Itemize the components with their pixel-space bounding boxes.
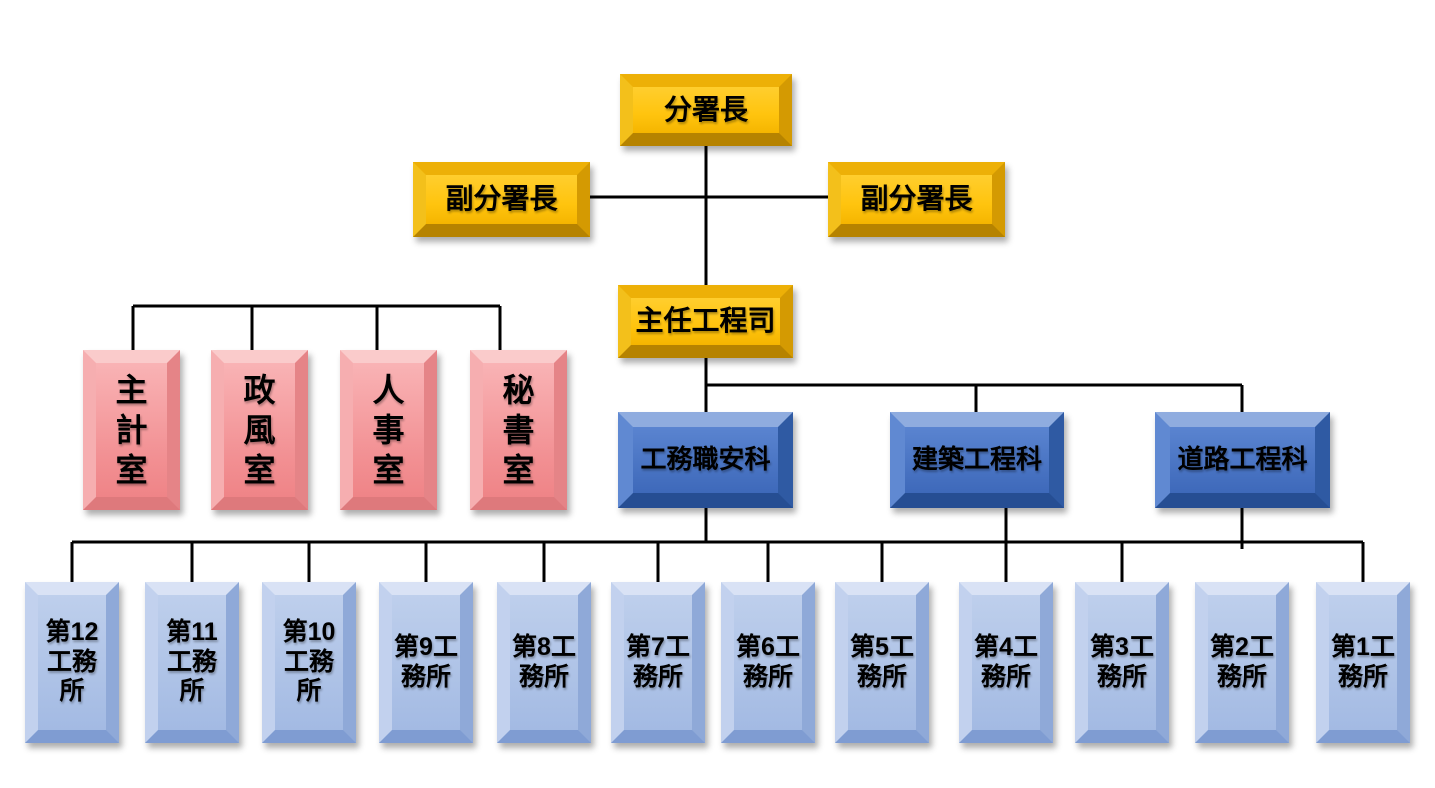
field-office-box: 第3工 務所: [1075, 582, 1169, 743]
field-office-box: 第4工 務所: [959, 582, 1053, 743]
field-office-box: 第10 工務 所: [262, 582, 356, 743]
field-office-box: 第11 工務 所: [145, 582, 239, 743]
field-office-box: 第6工 務所: [721, 582, 815, 743]
chief-engineer-box: 主任工程司: [618, 285, 793, 358]
field-office-box: 第12 工務 所: [25, 582, 119, 743]
staff-office-box: 政 風 室: [211, 350, 308, 510]
director-box: 分署長: [620, 74, 792, 146]
staff-office-box: 人 事 室: [340, 350, 437, 510]
department-box: 工務職安科: [618, 412, 793, 508]
field-office-box: 第8工 務所: [497, 582, 591, 743]
deputy-director-right-box: 副分署長: [828, 162, 1005, 237]
connector-path: [70, 146, 1365, 582]
field-office-box: 第5工 務所: [835, 582, 929, 743]
staff-office-box: 主 計 室: [83, 350, 180, 510]
staff-office-box: 秘 書 室: [470, 350, 567, 510]
field-office-box: 第9工 務所: [379, 582, 473, 743]
department-box: 道路工程科: [1155, 412, 1330, 508]
department-box: 建築工程科: [890, 412, 1064, 508]
field-office-box: 第2工 務所: [1195, 582, 1289, 743]
field-office-box: 第1工 務所: [1316, 582, 1410, 743]
deputy-director-left-box: 副分署長: [413, 162, 590, 237]
field-office-box: 第7工 務所: [611, 582, 705, 743]
